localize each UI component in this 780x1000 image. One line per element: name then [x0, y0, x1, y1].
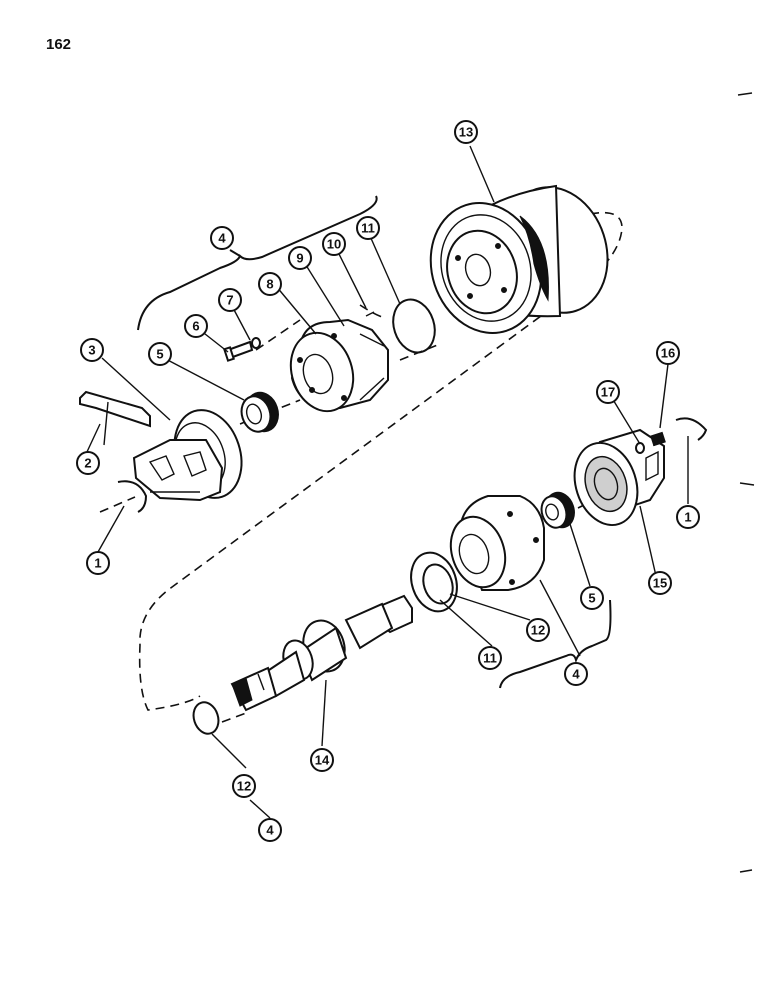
svg-text:4: 4: [266, 823, 274, 838]
svg-text:14: 14: [315, 753, 330, 768]
callout-5-top: 5: [148, 342, 172, 366]
callout-4-lower: 4: [258, 818, 282, 842]
page-number: 162: [46, 36, 72, 53]
plug-part: [650, 431, 666, 447]
svg-text:13: 13: [459, 125, 473, 140]
o-ring-top-part: [392, 298, 436, 354]
roller-shell-part: [429, 184, 609, 334]
svg-text:3: 3: [88, 343, 95, 358]
svg-text:11: 11: [483, 651, 497, 666]
callout-16: 16: [656, 341, 680, 365]
svg-text:15: 15: [653, 576, 667, 591]
svg-text:17: 17: [601, 385, 615, 400]
callout-1-right: 1: [676, 505, 700, 529]
callout-4-bottom: 4: [564, 662, 588, 686]
callout-17: 17: [596, 380, 620, 404]
svg-text:4: 4: [218, 231, 226, 246]
leader-lines: [85, 145, 689, 819]
callout-3: 3: [80, 338, 104, 362]
bolt-part: [223, 340, 254, 362]
pin-part: [365, 311, 375, 317]
seal-top-part: [240, 391, 279, 433]
svg-text:5: 5: [588, 591, 595, 606]
washer-part: [251, 337, 261, 349]
svg-text:8: 8: [266, 277, 273, 292]
svg-text:12: 12: [531, 623, 545, 638]
callout-11-bottom: 11: [478, 646, 502, 670]
callout-12-lower: 12: [232, 774, 256, 798]
callout-12-mid: 12: [526, 618, 550, 642]
snap-ring-right: [675, 417, 708, 441]
callout-6: 6: [184, 314, 208, 338]
svg-text:1: 1: [684, 510, 691, 525]
callout-11-top: 11: [356, 216, 380, 240]
bearing-housing-top-part: [289, 318, 389, 413]
callout-13: 13: [454, 120, 478, 144]
svg-text:5: 5: [156, 347, 163, 362]
o-ring-lower-part: [192, 701, 220, 735]
link-bar-part: [79, 390, 151, 446]
end-collar-right-part: [573, 428, 665, 527]
shaft-part: [230, 594, 413, 712]
scan-marks: [737, 92, 755, 873]
callout-5-bottom: 5: [580, 586, 604, 610]
snap-ring-left: [117, 480, 148, 513]
svg-text:1: 1: [94, 556, 101, 571]
o-ring-bottom-part: [410, 551, 458, 613]
svg-text:11: 11: [361, 221, 375, 236]
group-bracket-top: [137, 195, 378, 331]
end-collar-part: [132, 409, 243, 502]
callout-4-top: 4: [210, 226, 234, 250]
assembly-centerline: [99, 211, 641, 723]
svg-text:4: 4: [572, 667, 580, 682]
svg-text:12: 12: [237, 779, 251, 794]
bearing-housing-bottom-part: [449, 495, 545, 591]
callout-8: 8: [258, 272, 282, 296]
callout-9: 9: [288, 246, 312, 270]
svg-text:9: 9: [296, 251, 303, 266]
callout-2: 2: [76, 451, 100, 475]
svg-text:6: 6: [192, 319, 199, 334]
svg-text:16: 16: [661, 346, 675, 361]
callout-1-left: 1: [86, 551, 110, 575]
svg-text:2: 2: [84, 456, 91, 471]
svg-text:7: 7: [226, 293, 233, 308]
seal-bottom-part: [540, 491, 575, 529]
callout-14: 14: [310, 748, 334, 772]
svg-text:10: 10: [327, 237, 341, 252]
callout-10: 10: [322, 232, 346, 256]
callout-15: 15: [648, 571, 672, 595]
callout-7: 7: [218, 288, 242, 312]
group-bracket-bottom: [499, 599, 612, 689]
